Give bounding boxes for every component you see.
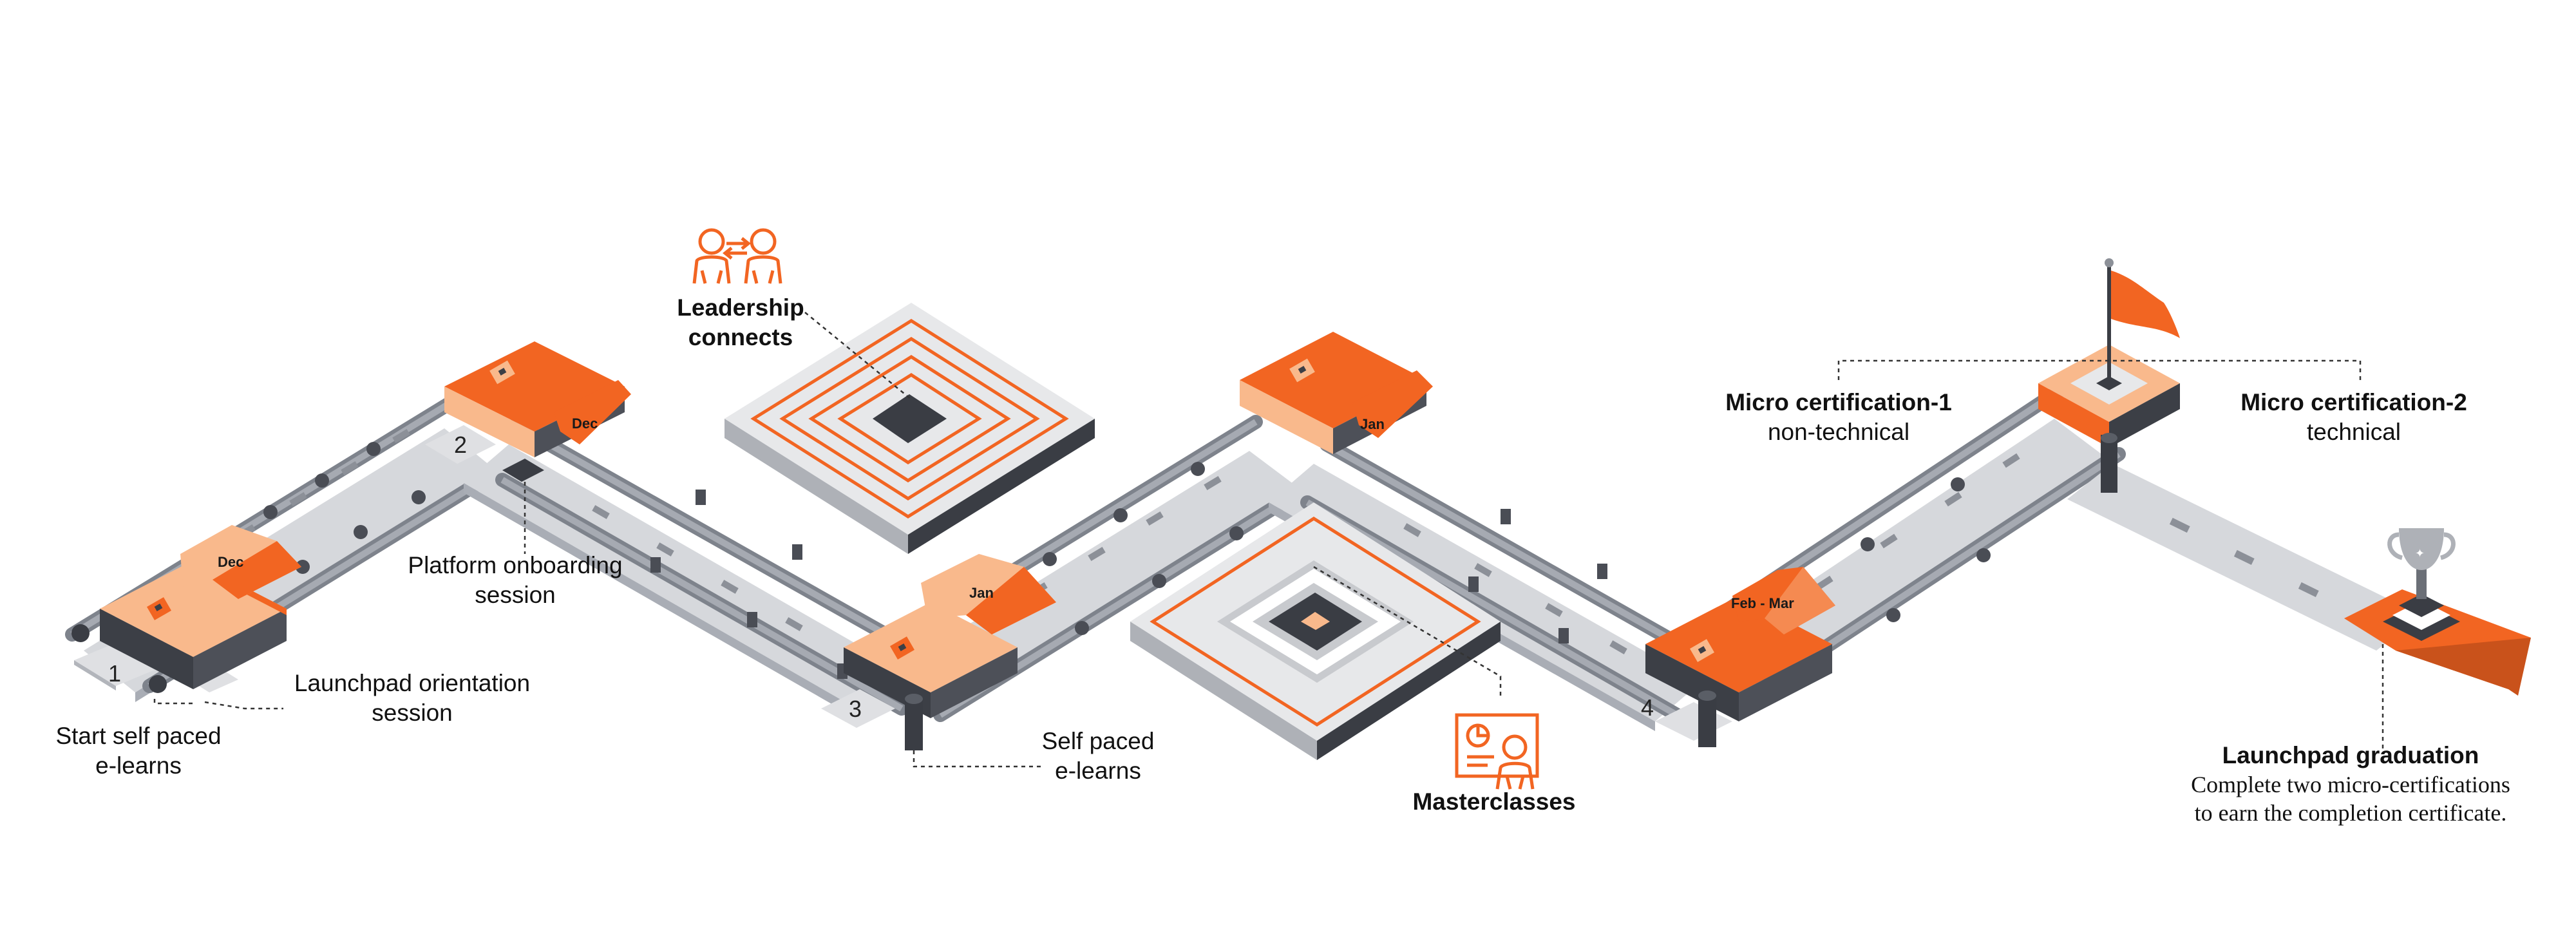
month-label-dec-1: Dec <box>218 554 243 570</box>
step-number-3: 3 <box>849 696 862 722</box>
connector-lines <box>153 312 2384 768</box>
month-label-jan-2: Jan <box>1360 416 1385 432</box>
label-micro-cert-2: Micro certification-2 technical <box>2240 389 2467 445</box>
road-segment-6 <box>2067 464 2421 651</box>
step-number-4: 4 <box>1641 694 1654 721</box>
flag-icon <box>2105 258 2180 383</box>
building-jan-1 <box>844 554 1056 718</box>
pipe-end-cap <box>71 624 90 642</box>
step-number-2: 2 <box>454 432 468 458</box>
label-platform-onboarding: Platform onboarding session <box>408 552 623 608</box>
label-launchpad-graduation: Launchpad graduation Complete two micro-… <box>2191 742 2510 826</box>
masterclass-icon <box>1455 713 1539 790</box>
post <box>1698 696 1716 747</box>
label-start-self-paced: Start self paced e-learns <box>55 723 222 779</box>
building-jan-2 <box>1240 332 1433 454</box>
pipe-end-cap <box>149 675 167 693</box>
month-label-jan-1: Jan <box>969 585 994 601</box>
graduation-end-arrow <box>2344 589 2531 696</box>
leadership-platform <box>724 303 1095 554</box>
leadership-connect-icon <box>692 228 782 284</box>
road-segment-2 <box>464 418 922 718</box>
svg-text:✦: ✦ <box>2415 547 2425 560</box>
step-number-1: 1 <box>108 660 122 687</box>
label-leadership-connects: Leadership connects <box>677 294 804 350</box>
label-micro-cert-1: Micro certification-1 non-technical <box>1725 389 1952 445</box>
building-dec-2 <box>444 341 631 457</box>
building-dec-1 <box>100 525 301 689</box>
month-label-dec-2: Dec <box>572 415 598 432</box>
trophy-icon: ✦ <box>2383 528 2460 641</box>
post <box>905 699 923 750</box>
step-3-plate <box>821 689 895 728</box>
label-self-paced-elearns: Self paced e-learns <box>1041 728 1155 784</box>
masterclass-platform <box>1130 502 1501 760</box>
label-launchpad-orientation: Launchpad orientation session <box>294 670 531 726</box>
month-label-feb-mar: Feb - Mar <box>1731 595 1794 611</box>
step-2-plate <box>425 425 496 464</box>
label-masterclasses: Masterclasses <box>1412 788 1576 815</box>
